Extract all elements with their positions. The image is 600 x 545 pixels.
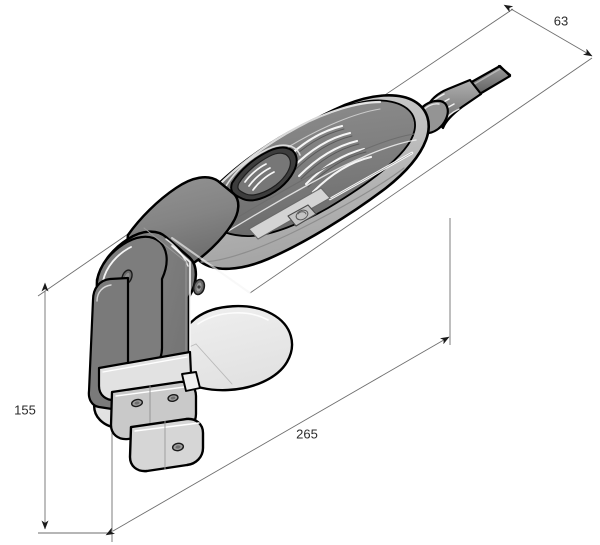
dimension-label-63: 63 <box>554 13 568 28</box>
dimension-265: 265 <box>105 336 450 536</box>
dimension-63: 63 <box>503 4 593 57</box>
name-plate-label <box>248 187 331 240</box>
dimension-label-265: 265 <box>296 426 318 441</box>
dimension-label-155: 155 <box>14 402 36 417</box>
dimension-line-63 <box>503 4 593 57</box>
cutting-head <box>97 350 205 473</box>
extension-line-63-lower <box>249 57 593 294</box>
motor-housing <box>181 94 430 271</box>
tool-illustration <box>87 64 512 473</box>
switch-trigger[interactable] <box>230 146 298 202</box>
dimension-155: 155 <box>14 282 49 530</box>
dimension-line-265 <box>105 336 450 536</box>
